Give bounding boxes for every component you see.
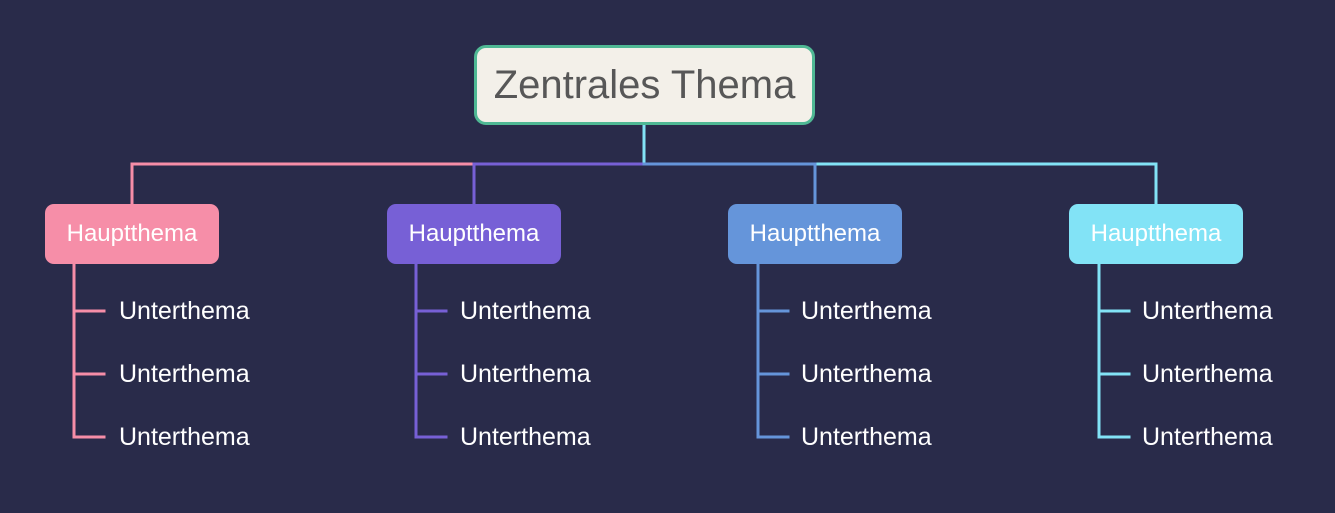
subtopic-2-1[interactable]: Unterthema — [460, 297, 591, 325]
central-topic-label: Zentrales Thema — [493, 62, 796, 107]
main-topic-2[interactable]: Hauptthema — [387, 204, 561, 264]
main-topic-label: Hauptthema — [749, 220, 881, 247]
main-topic-label: Hauptthema — [66, 220, 198, 247]
main-topic-label: Hauptthema — [1090, 220, 1222, 247]
main-topic-4[interactable]: Hauptthema — [1069, 204, 1243, 264]
subtopic-1-1[interactable]: Unterthema — [119, 297, 250, 325]
subtopic-3-3[interactable]: Unterthema — [801, 423, 932, 451]
subtopic-4-1[interactable]: Unterthema — [1142, 297, 1273, 325]
subtopic-1-3[interactable]: Unterthema — [119, 423, 250, 451]
subtopic-3-2[interactable]: Unterthema — [801, 360, 932, 388]
subtopic-4-2[interactable]: Unterthema — [1142, 360, 1273, 388]
central-topic[interactable]: Zentrales Thema — [474, 45, 815, 125]
subtopic-1-2[interactable]: Unterthema — [119, 360, 250, 388]
main-topic-label: Hauptthema — [408, 220, 540, 247]
main-topic-1[interactable]: Hauptthema — [45, 204, 219, 264]
subtopic-3-1[interactable]: Unterthema — [801, 297, 932, 325]
subtopic-4-3[interactable]: Unterthema — [1142, 423, 1273, 451]
main-topic-3[interactable]: Hauptthema — [728, 204, 902, 264]
subtopic-2-2[interactable]: Unterthema — [460, 360, 591, 388]
subtopic-2-3[interactable]: Unterthema — [460, 423, 591, 451]
